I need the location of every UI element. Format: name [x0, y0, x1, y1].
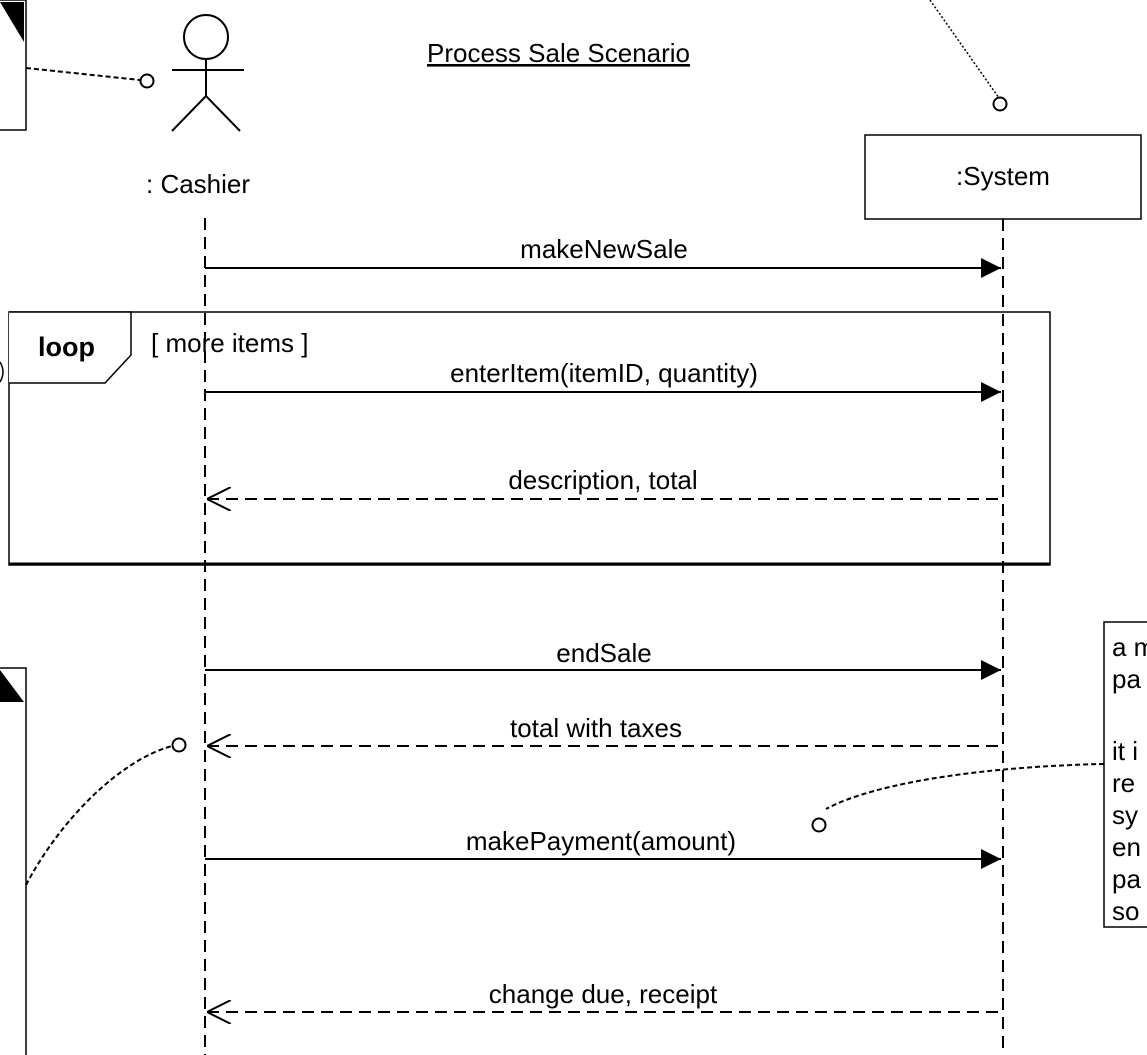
note-line: pa — [1112, 664, 1141, 694]
diagram-title: Process Sale Scenario — [427, 38, 690, 68]
message-label: endSale — [556, 638, 651, 668]
note-line: sy — [1112, 800, 1138, 830]
note-line: a m — [1112, 632, 1147, 662]
loop-keyword: loop — [38, 332, 95, 362]
loop-guard: [ more items ] — [151, 328, 308, 358]
left-note-stub — [0, 361, 4, 383]
right-note — [811, 621, 1147, 928]
note-connector-top — [929, 0, 1008, 112]
right-note-text: a m pa it i re sy en pa so — [1112, 632, 1147, 926]
message-label: total with taxes — [510, 713, 682, 743]
note-line: it i — [1112, 736, 1138, 766]
message-label: makePayment(amount) — [466, 826, 736, 856]
loop-fragment — [8, 311, 1051, 566]
message-label: makeNewSale — [520, 234, 688, 264]
stick-figure-icon — [171, 14, 244, 132]
note-line: en — [1112, 832, 1141, 862]
message-label: enterItem(itemID, quantity) — [450, 358, 758, 388]
system-box — [864, 134, 1142, 220]
note-line: pa — [1112, 864, 1141, 894]
message-label: change due, receipt — [489, 979, 718, 1009]
note-line: so — [1112, 896, 1139, 926]
system-label: :System — [956, 161, 1050, 191]
actor-label: : Cashier — [146, 169, 250, 199]
left-note-bottom — [0, 667, 187, 1055]
note-line: re — [1112, 768, 1135, 798]
message-label: description, total — [508, 465, 697, 495]
left-note-top — [0, 0, 155, 131]
